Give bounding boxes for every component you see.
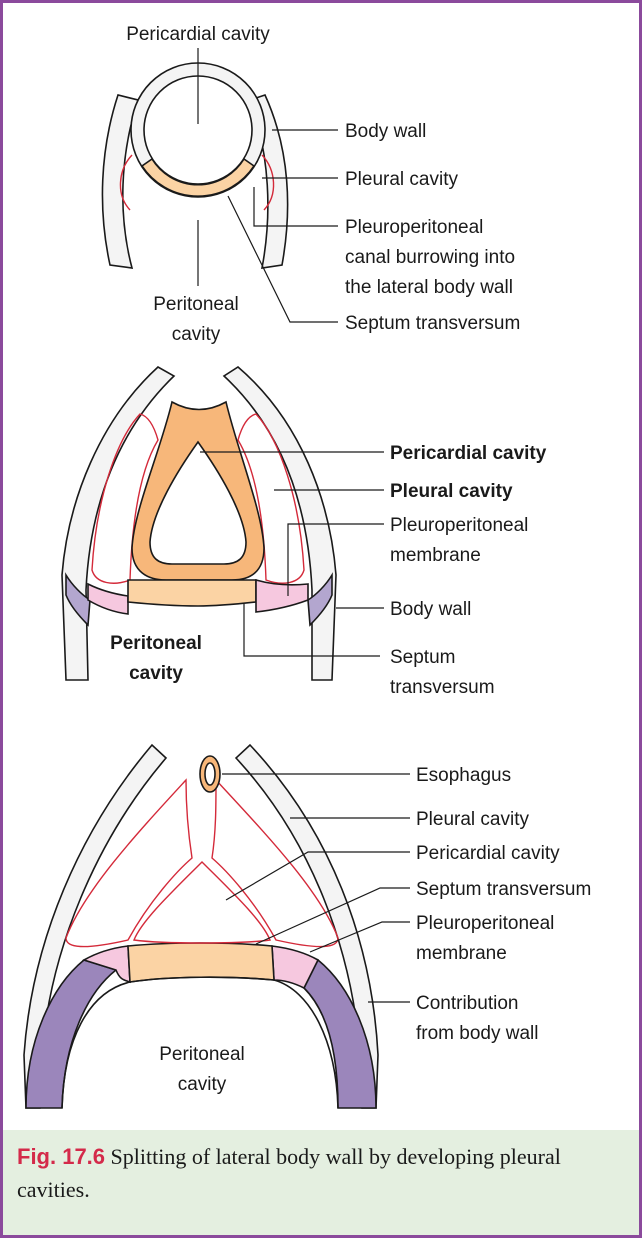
bottom-contribution-label-line1: Contribution	[416, 993, 518, 1014]
caption-band: Fig. 17.6 Splitting of lateral body wall…	[3, 1130, 639, 1235]
bottom-membrane-label-line2: membrane	[416, 943, 507, 964]
bottom-peritoneal-label-line2: cavity	[178, 1074, 227, 1095]
mid-body-wall-label: Body wall	[390, 599, 471, 620]
panel-top	[102, 48, 338, 322]
top-pleural-cavity-label: Pleural cavity	[345, 169, 458, 190]
left-pleuroperitoneal-membrane	[88, 584, 128, 614]
top-canal-label-line2: canal burrowing into	[345, 247, 515, 268]
mid-peritoneal-label-line1: Peritoneal	[110, 633, 202, 654]
top-body-wall-label: Body wall	[345, 121, 426, 142]
septum-transversum	[128, 943, 274, 982]
mid-membrane-label-line2: membrane	[390, 545, 481, 566]
bottom-pleural-cavity-label: Pleural cavity	[416, 809, 529, 830]
mid-pericardial-cavity-label: Pericardial cavity	[390, 443, 547, 464]
mid-septum-label-line1: Septum	[390, 647, 455, 668]
bottom-membrane-label-line1: Pleuroperitoneal	[416, 913, 554, 934]
mid-membrane-label-line1: Pleuroperitoneal	[390, 515, 528, 536]
mid-peritoneal-label-line2: cavity	[129, 663, 183, 684]
top-peritoneal-label-line1: Peritoneal	[153, 294, 239, 315]
figure-caption: Fig. 17.6 Splitting of lateral body wall…	[17, 1140, 627, 1206]
top-septum-label: Septum transversum	[345, 313, 520, 334]
pericardial-cavity-outline	[134, 862, 270, 943]
bottom-esophagus-label: Esophagus	[416, 765, 511, 786]
mid-septum-label-line2: transversum	[390, 677, 495, 698]
top-canal-label-line3: the lateral body wall	[345, 277, 513, 298]
top-pericardial-cavity-label: Pericardial cavity	[126, 24, 270, 45]
right-pleuroperitoneal-membrane	[256, 580, 308, 612]
septum-transversum	[128, 580, 256, 606]
top-peritoneal-label-line2: cavity	[172, 324, 221, 345]
bottom-septum-label: Septum transversum	[416, 879, 591, 900]
bottom-pericardial-cavity-label: Pericardial cavity	[416, 843, 560, 864]
caption-label: Fig. 17.6	[17, 1144, 105, 1169]
top-canal-label-line1: Pleuroperitoneal	[345, 217, 483, 238]
mid-pleural-cavity-label: Pleural cavity	[390, 481, 513, 502]
bottom-peritoneal-label-line1: Peritoneal	[159, 1044, 245, 1065]
bottom-contribution-label-line2: from body wall	[416, 1023, 539, 1044]
